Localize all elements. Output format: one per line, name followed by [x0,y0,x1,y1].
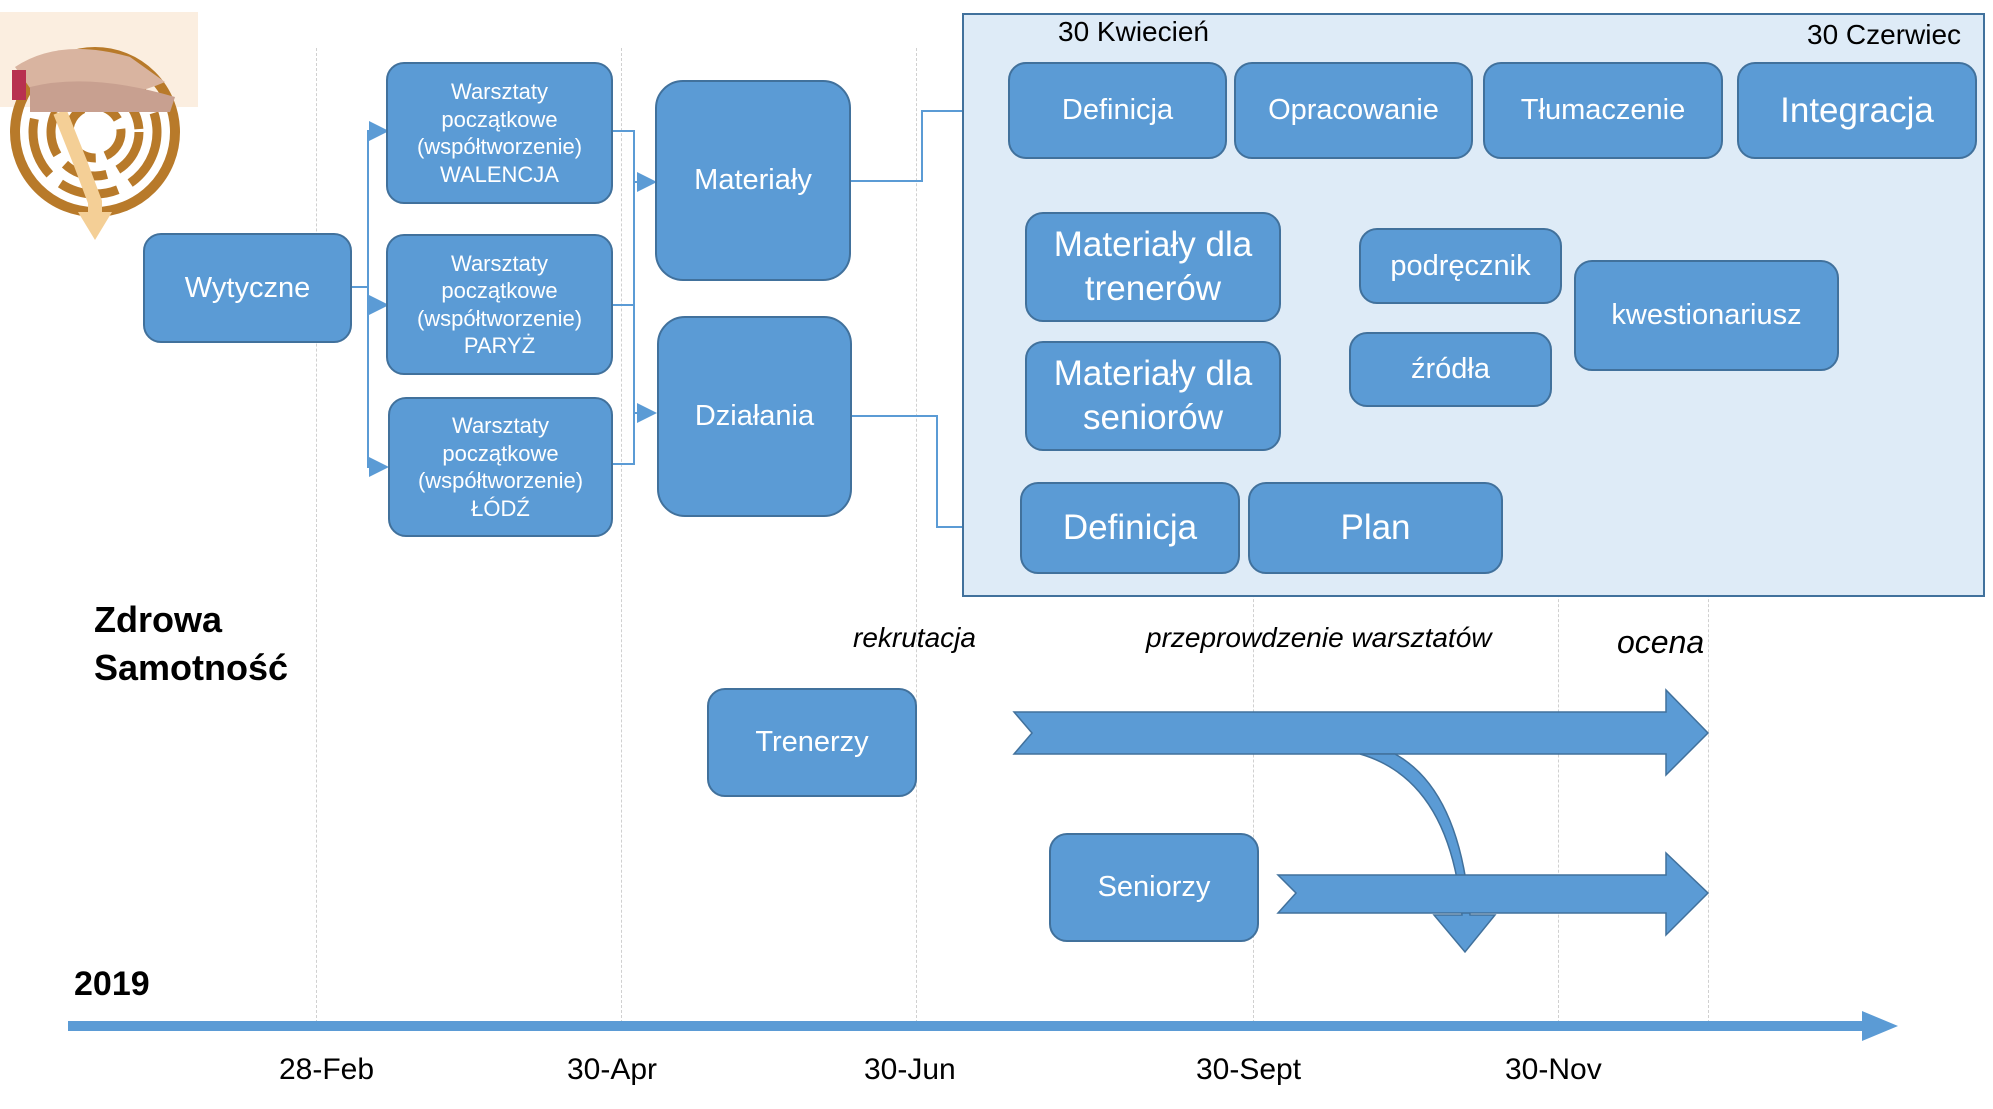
guide-28-feb [316,48,317,1023]
trenerzy-box[interactable]: Trenerzy [707,688,917,797]
materials-trainers-box[interactable]: Materiały dla trenerów [1025,212,1281,322]
wytyczne-box[interactable]: Wytyczne [143,233,352,343]
tick-30-jun: 30-Jun [864,1053,956,1086]
workshop-line: Warsztaty [452,413,549,438]
workshop-paris-box[interactable]: Warsztaty początkowe (współtworzenie) PA… [386,234,613,375]
seniorzy-label: Seniorzy [1097,871,1211,904]
definicja2-box[interactable]: Definicja [1020,482,1240,574]
workshop-line: (współtworzenie) [416,134,583,159]
workshop-city: PARYŻ [463,333,536,358]
workshop-line: Warsztaty [451,250,548,276]
podrecznik-label: podręcznik [1390,249,1531,282]
title-line-1: Zdrowa [94,599,223,640]
zrodla-box[interactable]: źródła [1349,332,1552,407]
panel-start-date: 30 Kwiecień [1058,16,1209,47]
connector-wytyczne-valencia [350,121,389,288]
trenerzy-label: Trenerzy [755,726,869,759]
guide-30-jun [916,48,917,1023]
materialy-box[interactable]: Materiały [655,80,851,281]
opracowanie-box[interactable]: Opracowanie [1234,62,1473,159]
workshop-line: (współtworzenie) [416,305,583,331]
phase-ocena: ocena [1617,624,1705,660]
materials-seniors-box[interactable]: Materiały dla seniorów [1025,341,1281,451]
workshop-line: (współtworzenie) [417,468,584,493]
trainers-to-seniors-arrow [1359,753,1497,954]
workshop-line: początkowe [442,440,559,466]
dzialania-box[interactable]: Działania [657,316,852,517]
seniorzy-box[interactable]: Seniorzy [1049,833,1259,942]
tick-30-sept: 30-Sept [1196,1053,1302,1086]
zrodla-label: źródła [1411,353,1490,386]
phase-przeprowadzenie: przeprowdzenie warsztatów [1146,622,1492,653]
maze-hands-logo-icon [0,12,200,242]
wytyczne-label: Wytyczne [184,271,311,304]
tick-28-feb: 28-Feb [279,1053,375,1086]
title-line-2: Samotność [94,647,289,688]
kwestionariusz-box[interactable]: kwestionariusz [1574,260,1839,371]
kwestionariusz-label: kwestionariusz [1611,299,1802,332]
phase-rekrutacja: rekrutacja [853,622,976,653]
workshop-line: Warsztaty [451,79,548,104]
materials-seniors-line: Materiały dla [1053,354,1253,394]
tlumaczenie-box[interactable]: Tłumaczenie [1483,62,1723,159]
guide-30-apr [621,48,622,1023]
workshop-valencia-box[interactable]: Warsztaty początkowe (współtworzenie) WA… [386,62,613,204]
tlumaczenie-label: Tłumaczenie [1520,94,1686,127]
workshop-line: początkowe [441,106,558,132]
year-label: 2019 [74,965,150,1003]
workshop-city: WALENCJA [440,161,559,187]
materialy-label: Materiały [694,164,812,197]
materials-trainers-line: Materiały dla [1053,225,1253,265]
workshop-city: ŁÓDŹ [471,495,530,521]
project-title: Zdrowa Samotność [94,596,288,692]
connector-wytyczne-lodz [350,286,389,477]
plan-box[interactable]: Plan [1248,482,1503,574]
timeline-axis [68,1011,1898,1041]
workshop-line: początkowe [441,278,558,303]
podrecznik-box[interactable]: podręcznik [1359,228,1562,304]
tick-30-nov: 30-Nov [1505,1053,1602,1086]
integracja-label: Integracja [1780,90,1934,130]
materials-trainers-line: trenerów [1084,269,1222,308]
tick-30-apr: 30-Apr [567,1053,658,1086]
opracowanie-label: Opracowanie [1268,94,1439,127]
definicja2-label: Definicja [1062,508,1198,548]
plan-label: Plan [1340,508,1411,548]
definicja-label: Definicja [1061,94,1174,127]
dzialania-label: Działania [694,400,815,433]
seniors-phase-arrow [1276,851,1710,937]
definicja-box[interactable]: Definicja [1008,62,1227,159]
workshop-lodz-box[interactable]: Warsztaty początkowe (współtworzenie) ŁÓ… [388,397,613,537]
materials-seniors-line: seniorów [1082,398,1224,437]
panel-end-date: 30 Czerwiec [1807,19,1962,50]
trainers-phase-arrow [1012,688,1710,777]
integracja-box[interactable]: Integracja [1737,62,1977,159]
